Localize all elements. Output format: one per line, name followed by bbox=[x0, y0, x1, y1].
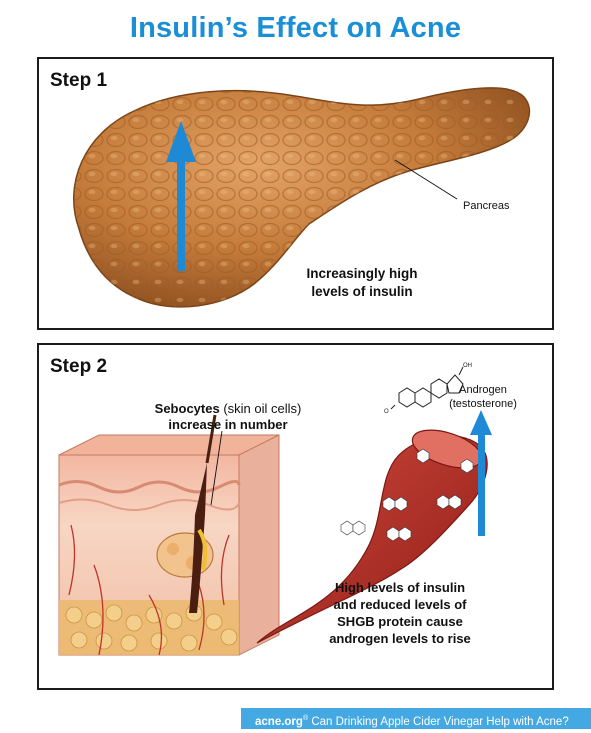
sebocytes-line-2: increase in number bbox=[168, 417, 288, 432]
sebocytes-description: (skin oil cells) bbox=[223, 401, 302, 416]
molecule-o-label: O bbox=[384, 409, 389, 415]
step-2-caption: High levels of insulin and reduced level… bbox=[305, 579, 495, 647]
step-1-label: Step 1 bbox=[50, 70, 108, 91]
up-arrow-icon bbox=[470, 410, 492, 536]
pancreas-pointer-line bbox=[394, 159, 458, 200]
step-2-caption-line-4: androgen levels to rise bbox=[329, 631, 471, 646]
testosterone-molecule-icon bbox=[390, 366, 464, 410]
footer-brand-link[interactable]: acne.org bbox=[255, 715, 303, 728]
pancreas-label: Pancreas bbox=[463, 200, 510, 212]
hair-follicle bbox=[189, 463, 207, 613]
step-2-panel: Step 2 bbox=[37, 343, 554, 690]
footer-banner: acne.org® Can Drinking Apple Cider Vineg… bbox=[241, 708, 591, 729]
androgen-label: Androgen (testosterone) bbox=[438, 383, 528, 411]
footer-trademark: ® bbox=[302, 715, 309, 722]
up-arrow-icon bbox=[166, 121, 196, 271]
step-1-caption: Increasingly high levels of insulin bbox=[277, 265, 447, 301]
pancreas-illustration bbox=[72, 87, 531, 308]
sebocytes-caption: Sebocytes (skin oil cells) increase in n… bbox=[143, 401, 313, 433]
sebocytes-term: Sebocytes bbox=[154, 401, 220, 416]
skin-cross-section bbox=[58, 414, 280, 656]
step-2-caption-line-2: and reduced levels of bbox=[333, 597, 467, 612]
step-1-caption-line-2: levels of insulin bbox=[311, 284, 413, 299]
footer-article-title: Can Drinking Apple Cider Vinegar Help wi… bbox=[311, 715, 569, 728]
step-2-caption-line-1: High levels of insulin bbox=[334, 580, 466, 595]
step-2-label: Step 2 bbox=[50, 356, 108, 377]
androgen-label-line-2: (testosterone) bbox=[449, 398, 517, 410]
sebocytes-pointer-line bbox=[210, 430, 223, 506]
sebocytes-line-1: Sebocytes (skin oil cells) bbox=[143, 401, 313, 417]
page-title: Insulin’s Effect on Acne bbox=[129, 12, 462, 44]
molecule-oh-label: OH bbox=[463, 363, 472, 369]
step-1-caption-line-1: Increasingly high bbox=[306, 266, 418, 281]
hair-shaft bbox=[205, 414, 217, 464]
skin-vessel-illustration: OH O bbox=[58, 363, 492, 656]
step-2-caption-line-3: SHGB protein cause bbox=[337, 614, 463, 629]
step-1-panel: Step 1 Pancreas Increasingly high levels… bbox=[37, 57, 554, 330]
androgen-label-line-1: Androgen bbox=[459, 384, 507, 396]
